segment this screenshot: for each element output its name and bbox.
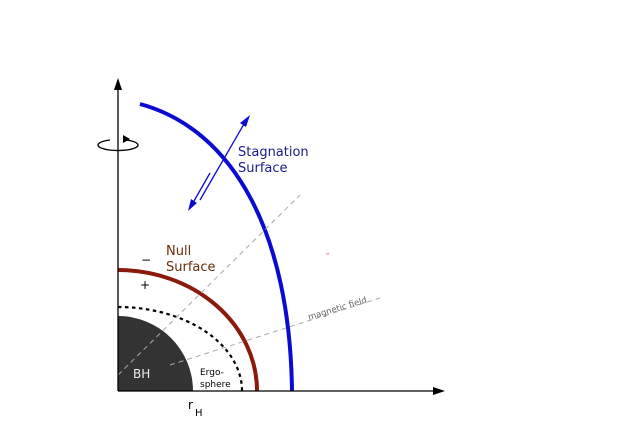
stagnation-label-line1: Stagnation [238, 145, 309, 160]
ergosphere-label-line2: sphere [200, 380, 231, 390]
double-arrow-icon [188, 115, 250, 211]
stagnation-surface-curve [139, 102, 294, 392]
null-label-line1: Null [166, 244, 191, 259]
ergosphere-label-line1: Ergo- [200, 368, 224, 378]
y-axis-arrowhead [114, 78, 122, 90]
plus-sign: + [140, 278, 150, 292]
magnetic-field-label: magnetic field [307, 295, 368, 322]
null-label-line2: Surface [166, 260, 216, 275]
field-line-upper [117, 194, 301, 376]
rotation-icon [97, 135, 139, 152]
x-axis-arrowhead [433, 387, 445, 395]
ergosphere-boundary [117, 305, 244, 392]
stray-mark: ˝ [325, 252, 330, 263]
stagnation-label-line2: Surface [238, 161, 288, 176]
minus-sign: − [141, 253, 151, 267]
axes [114, 78, 445, 395]
black-hole [118, 316, 193, 391]
horizon-radius-label: r [188, 398, 193, 412]
bh-label: BH [133, 367, 150, 381]
horizon-radius-subscript: H [195, 408, 203, 419]
field-line-lower [169, 297, 381, 366]
null-surface-curve [117, 268, 259, 392]
